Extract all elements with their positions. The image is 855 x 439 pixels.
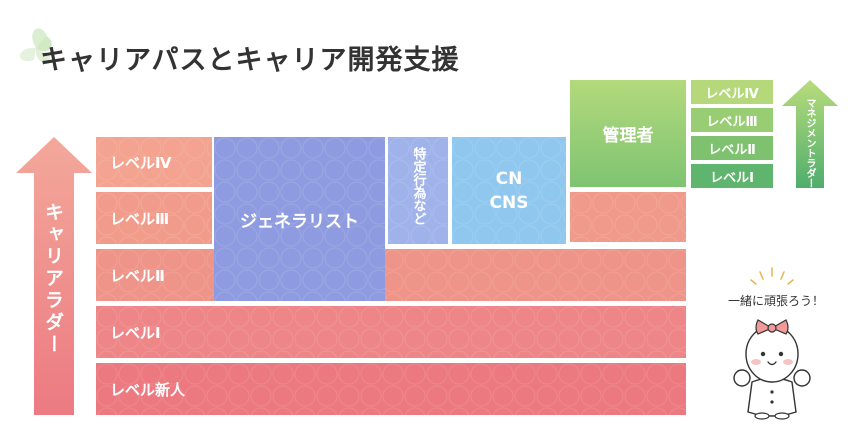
band-level-4-gap-fill bbox=[570, 192, 686, 242]
band-label: レベルⅣ bbox=[110, 153, 172, 172]
management-level-3: レベルⅢ bbox=[691, 108, 773, 132]
career-ladder-arrow bbox=[16, 137, 92, 415]
band-level-2: レベルⅡ bbox=[96, 249, 686, 301]
cn-cns-block: CN CNS bbox=[452, 137, 566, 244]
band-label: レベルⅡ bbox=[110, 266, 165, 285]
cn-label: CN bbox=[495, 168, 523, 189]
specialist-label: 特定行為など bbox=[410, 147, 426, 225]
specialist-block: 特定行為など bbox=[388, 137, 448, 244]
band-label: レベルⅠ bbox=[110, 323, 161, 342]
sparkle-lines-icon bbox=[750, 267, 794, 285]
management-level-label: レベルⅣ bbox=[705, 86, 759, 102]
band-level-3: レベルⅢ bbox=[96, 192, 212, 244]
mascot-speech: 一緒に頑張ろう！ bbox=[727, 294, 824, 308]
mascot-character bbox=[733, 319, 811, 420]
management-level-label: レベルⅠ bbox=[710, 170, 754, 186]
band-label: レベルⅢ bbox=[110, 209, 170, 228]
management-level-2: レベルⅡ bbox=[691, 136, 773, 160]
manager-label: 管理者 bbox=[602, 126, 654, 146]
page-title: キャリアパスとキャリア開発支援 bbox=[40, 45, 460, 76]
band-level-4: レベルⅣ bbox=[96, 137, 212, 187]
management-ladder-label: マネジメントラダー bbox=[804, 98, 815, 188]
generalist-label: ジェネラリスト bbox=[240, 211, 359, 232]
generalist-block: ジェネラリスト bbox=[214, 137, 385, 301]
band-level-new: レベル新人 bbox=[96, 363, 686, 415]
management-level-label: レベルⅢ bbox=[706, 114, 758, 130]
career-ladder-label: キャリアラダー bbox=[42, 202, 64, 356]
cns-label: CNS bbox=[489, 192, 529, 213]
band-label: レベル新人 bbox=[110, 380, 186, 399]
management-ladder-arrow bbox=[782, 80, 838, 188]
band-level-1: レベルⅠ bbox=[96, 306, 686, 358]
management-level-label: レベルⅡ bbox=[708, 142, 756, 158]
management-level-4: レベルⅣ bbox=[691, 80, 773, 104]
management-level-1: レベルⅠ bbox=[691, 164, 773, 188]
manager-block: 管理者 bbox=[570, 80, 686, 187]
leaf-decoration-icon bbox=[19, 28, 52, 64]
